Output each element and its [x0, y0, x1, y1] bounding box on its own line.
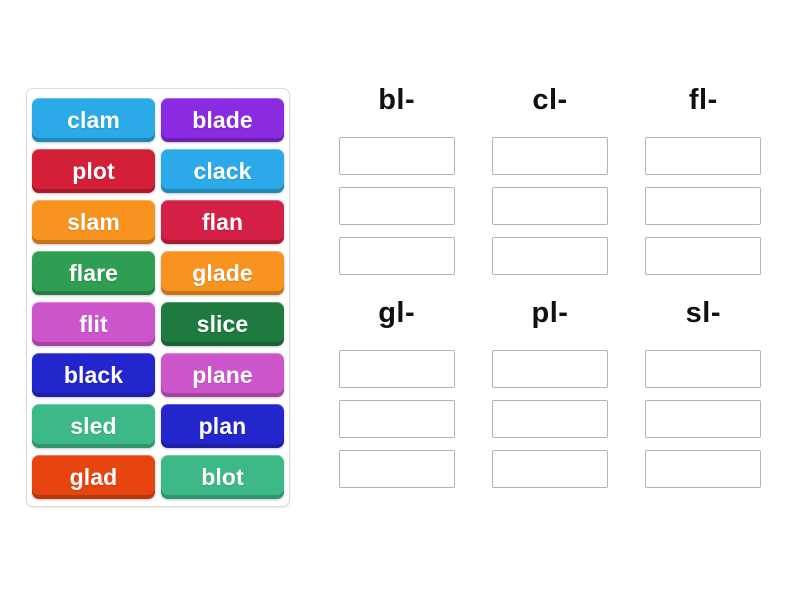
word-tile-label: glade: [192, 259, 253, 286]
drop-slot[interactable]: [338, 400, 455, 438]
drop-slot[interactable]: [645, 237, 762, 275]
word-tile-label: flit: [79, 310, 108, 337]
word-tile[interactable]: black: [32, 353, 155, 397]
drop-slot[interactable]: [491, 187, 608, 225]
word-tile[interactable]: blade: [161, 98, 284, 142]
category-column: gl-: [320, 299, 473, 488]
word-tile-label: slam: [67, 208, 120, 235]
drop-slot[interactable]: [645, 400, 762, 438]
word-tile[interactable]: flare: [32, 251, 155, 295]
category-title: fl-: [688, 84, 718, 116]
drop-slot[interactable]: [338, 450, 455, 488]
drop-slot[interactable]: [645, 137, 762, 175]
word-tile[interactable]: clack: [161, 149, 284, 193]
word-tile[interactable]: slice: [161, 302, 284, 346]
word-tile[interactable]: flit: [32, 302, 155, 346]
word-tile-label: slice: [196, 310, 249, 337]
drop-slot[interactable]: [645, 187, 762, 225]
word-tile[interactable]: slam: [32, 200, 155, 244]
word-tile[interactable]: plane: [161, 353, 284, 397]
category-column: bl-: [320, 86, 473, 275]
drop-slot[interactable]: [491, 400, 608, 438]
category-title: cl-: [532, 84, 568, 116]
category-column: sl-: [627, 299, 780, 488]
drop-slot[interactable]: [491, 237, 608, 275]
word-tile[interactable]: plan: [161, 404, 284, 448]
drop-slot[interactable]: [645, 450, 762, 488]
word-tile-grid: clam blade plot clack slam flan flare glade flit…: [32, 95, 284, 502]
drop-slot[interactable]: [338, 137, 455, 175]
drop-slot[interactable]: [491, 350, 608, 388]
word-tile-label: blot: [201, 463, 244, 490]
drop-slot[interactable]: [338, 187, 455, 225]
word-tile[interactable]: sled: [32, 404, 155, 448]
word-tile-label: flare: [68, 259, 119, 286]
word-tile-label: flan: [201, 208, 244, 235]
word-tile-tray: clam blade plot clack slam flan flare glade flit…: [26, 88, 290, 507]
drop-slot[interactable]: [491, 450, 608, 488]
category-column: fl-: [627, 86, 780, 275]
word-tile[interactable]: blot: [161, 455, 284, 499]
word-tile-label: plane: [192, 361, 253, 388]
word-tile[interactable]: clam: [32, 98, 155, 142]
word-tile-label: clack: [193, 157, 252, 184]
drop-slot[interactable]: [338, 350, 455, 388]
word-tile-label: black: [63, 361, 124, 388]
word-tile-label: glad: [69, 463, 118, 490]
word-tile-label: plan: [198, 412, 247, 439]
category-column: cl-: [473, 86, 626, 275]
category-column: pl-: [473, 299, 626, 488]
word-tile-label: clam: [67, 106, 120, 133]
word-tile[interactable]: plot: [32, 149, 155, 193]
word-tile-label: blade: [192, 106, 253, 133]
drop-slot[interactable]: [645, 350, 762, 388]
drop-slot[interactable]: [338, 237, 455, 275]
word-tile[interactable]: glade: [161, 251, 284, 295]
category-title: gl-: [378, 297, 416, 329]
category-title: sl-: [685, 297, 721, 329]
category-panel: bl-cl-fl-gl-pl-sl-: [320, 86, 780, 488]
drop-slot[interactable]: [491, 137, 608, 175]
word-tile-label: sled: [70, 412, 117, 439]
word-tile[interactable]: flan: [161, 200, 284, 244]
category-title: pl-: [531, 297, 569, 329]
word-tile-label: plot: [72, 157, 115, 184]
category-title: bl-: [378, 84, 416, 116]
word-tile[interactable]: glad: [32, 455, 155, 499]
